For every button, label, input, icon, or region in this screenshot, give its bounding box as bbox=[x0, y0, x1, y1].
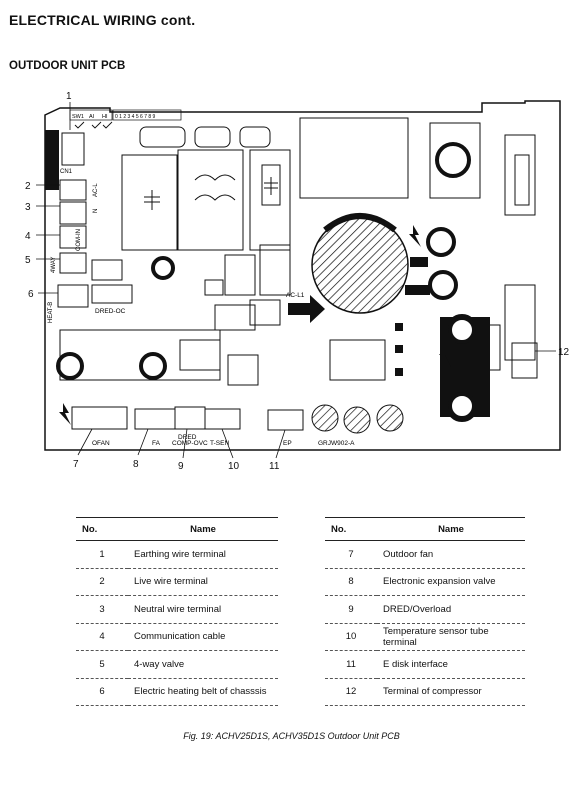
page-title: ELECTRICAL WIRING cont. bbox=[9, 12, 196, 28]
callout-1: 1 bbox=[66, 91, 72, 102]
callout-12: 12 bbox=[558, 347, 570, 358]
callout-6: 6 bbox=[28, 289, 34, 300]
figure-caption: Fig. 19: ACHV25D1S, ACHV35D1S Outdoor Un… bbox=[183, 731, 400, 741]
cn1-block bbox=[45, 130, 59, 190]
col-no: No. bbox=[325, 517, 377, 541]
pcb-outline bbox=[44, 100, 561, 451]
fourway-terminal bbox=[59, 252, 87, 274]
pcb-diagram: SW1 AI HI 0 1 2 3 4 5 6 7 8 9 CN1 AC-L N… bbox=[0, 85, 583, 475]
callout-9: 9 bbox=[178, 461, 184, 472]
fa-label: FA bbox=[152, 440, 161, 447]
cn1-label: CN1 bbox=[60, 169, 73, 175]
callout-10: 10 bbox=[228, 461, 240, 472]
callout-5: 5 bbox=[25, 255, 31, 266]
col-no: No. bbox=[76, 517, 128, 541]
ep-label: EP bbox=[283, 440, 292, 447]
hi-label: HI bbox=[102, 114, 108, 120]
callout-4: 4 bbox=[25, 231, 31, 242]
section-title: OUTDOOR UNIT PCB bbox=[9, 60, 126, 72]
heatb-label: HEAT-B bbox=[48, 302, 54, 323]
neutral-terminal bbox=[59, 201, 87, 225]
n-label: N bbox=[93, 209, 99, 213]
col-name: Name bbox=[128, 517, 278, 541]
ofan-label: OFAN bbox=[92, 440, 110, 447]
dred-label: DRED bbox=[178, 434, 197, 441]
col-name: Name bbox=[377, 517, 525, 541]
dredoc-label: DRED-OC bbox=[95, 308, 126, 315]
callout-2: 2 bbox=[25, 181, 31, 192]
callout-7: 7 bbox=[73, 459, 79, 470]
comin-label: COM-IN bbox=[76, 229, 82, 251]
comm-terminal bbox=[59, 225, 87, 249]
heat-terminal bbox=[57, 284, 89, 308]
dip-numbers: 0 1 2 3 4 5 6 7 8 9 bbox=[115, 114, 156, 120]
sw-label: SW1 bbox=[72, 114, 84, 120]
callout-3: 3 bbox=[25, 202, 31, 213]
live-terminal bbox=[59, 179, 87, 201]
tsen-label: T-SEN bbox=[210, 440, 229, 447]
callout-8: 8 bbox=[133, 459, 139, 470]
compovc-label: COMP-OVC bbox=[172, 440, 208, 447]
direction-arrow bbox=[288, 295, 325, 323]
board-label: GRJW902-A bbox=[318, 440, 355, 447]
al-label: AI bbox=[89, 114, 95, 120]
acl1-label: AC-L1 bbox=[286, 292, 305, 299]
acl-label: AC-L bbox=[93, 183, 99, 197]
fourway-label: 4WAY bbox=[51, 257, 57, 273]
callout-11: 11 bbox=[269, 461, 280, 472]
